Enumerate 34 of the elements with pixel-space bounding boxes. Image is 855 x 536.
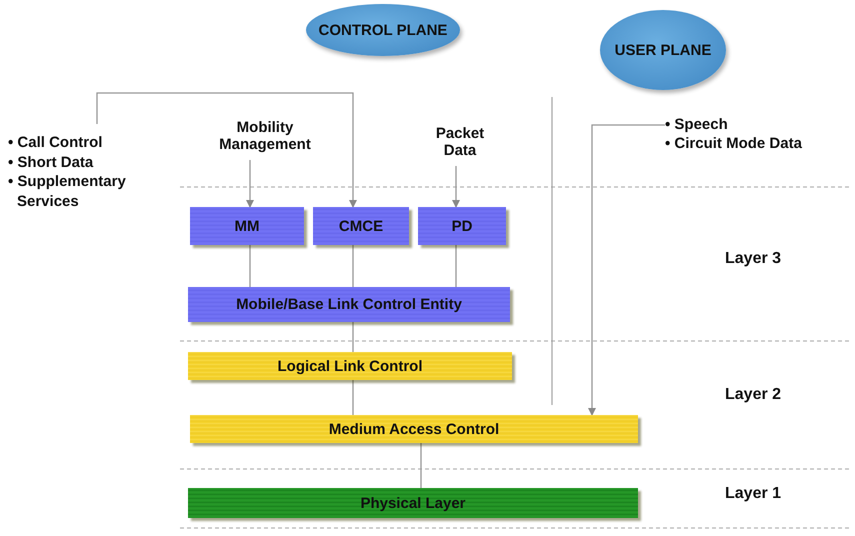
function-label: Mobility Management [218, 119, 312, 153]
entity-label: USER PLANE [614, 42, 712, 58]
connector-line [455, 245, 457, 287]
arrow [96, 92, 357, 208]
function-label: Packet Data [434, 125, 486, 159]
entity-label: Physical Layer [360, 494, 466, 512]
entity-label: CMCE [338, 218, 384, 234]
layer-label: Layer 1 [725, 485, 782, 503]
entity-label: Mobile/Base Link Control Entity [236, 296, 462, 313]
layer-label: Layer 3 [725, 250, 782, 268]
entity-label: Logical Link Control [278, 358, 422, 374]
connector-line [352, 245, 354, 287]
connector-line [352, 322, 354, 352]
entity-label: PD [452, 218, 472, 234]
arrow [588, 124, 665, 416]
connector-line [352, 380, 354, 415]
entity-label: Medium Access Control [328, 420, 500, 438]
plane-ellipse [306, 4, 460, 56]
protocol-entity-bar [188, 488, 638, 518]
arrow [452, 166, 460, 208]
entity-label: MM [234, 218, 260, 234]
protocol-entity-bar [313, 207, 409, 245]
connector-line [420, 443, 422, 488]
entity-label: CONTROL PLANE [318, 22, 448, 38]
protocol-entity-bar [188, 352, 512, 380]
protocol-entity-bar [190, 415, 638, 443]
protocol-entity-bar [188, 287, 510, 322]
connector-line [249, 245, 251, 287]
protocol-entity-bar [190, 207, 304, 245]
protocol-entity-bar [418, 207, 506, 245]
arrow [246, 160, 254, 208]
bullet-list: • Call Control • Short Data • Supplementary Services [8, 133, 183, 211]
bullet-list: • Speech • Circuit Mode Data [665, 114, 802, 154]
layer-label: Layer 2 [725, 386, 782, 404]
